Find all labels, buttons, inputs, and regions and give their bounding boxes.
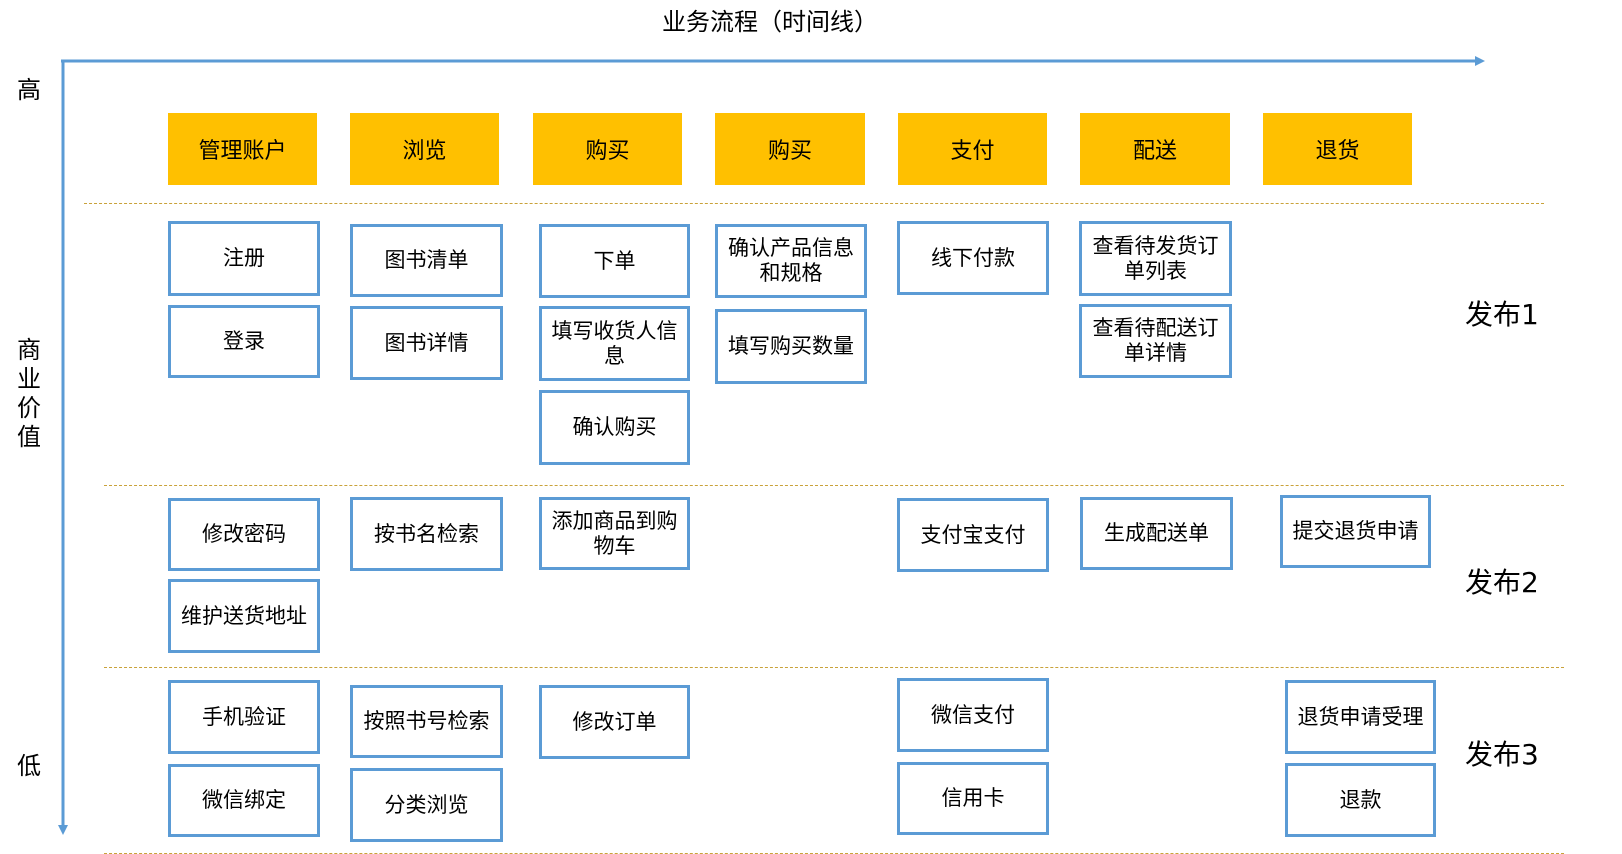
card-offline-payment: 线下付款 — [897, 221, 1049, 295]
card-confirm-purchase: 确认购买 — [539, 390, 690, 465]
separator-release-2 — [104, 667, 1564, 668]
axis-value-char: 商 — [17, 336, 41, 364]
card-view-pending-shipment: 查看待发货订单列表 — [1079, 221, 1232, 296]
card-modify-order: 修改订单 — [539, 685, 690, 759]
header-delivery: 配送 — [1080, 113, 1230, 185]
card-login: 登录 — [168, 305, 320, 378]
card-wechat-pay: 微信支付 — [897, 678, 1049, 752]
card-book-detail: 图书详情 — [350, 306, 503, 380]
axis-low-label: 低 — [17, 752, 41, 780]
diagram-title: 业务流程（时间线） — [662, 8, 878, 36]
release-2-label: 发布2 — [1465, 566, 1539, 599]
axis-value-char: 值 — [17, 423, 41, 451]
card-refund: 退款 — [1285, 763, 1436, 837]
separator-header — [84, 203, 1544, 204]
card-change-password: 修改密码 — [168, 498, 320, 571]
card-view-pending-delivery: 查看待配送订单详情 — [1079, 304, 1232, 378]
card-phone-verify: 手机验证 — [168, 680, 320, 754]
card-confirm-product-spec: 确认产品信息和规格 — [715, 224, 867, 298]
axis-value-label: 商 业 价 值 — [14, 336, 44, 452]
axis-high-label: 高 — [17, 76, 41, 104]
card-fill-quantity: 填写购买数量 — [715, 309, 867, 384]
header-purchase-2: 购买 — [715, 113, 865, 185]
card-submit-return: 提交退货申请 — [1280, 495, 1431, 568]
axis-value-char: 业 — [17, 365, 41, 393]
header-purchase: 购买 — [533, 113, 682, 185]
header-manage-account: 管理账户 — [168, 113, 317, 185]
card-register: 注册 — [168, 221, 320, 296]
card-wechat-bind: 微信绑定 — [168, 764, 320, 837]
axis-value-char: 价 — [17, 394, 41, 422]
card-place-order: 下单 — [539, 224, 690, 298]
card-alipay: 支付宝支付 — [897, 498, 1049, 572]
card-search-by-isbn: 按照书号检索 — [350, 685, 503, 758]
separator-release-1 — [104, 485, 1564, 486]
card-fill-consignee: 填写收货人信息 — [539, 306, 690, 381]
card-maintain-address: 维护送货地址 — [168, 579, 320, 653]
card-book-list: 图书清单 — [350, 224, 503, 297]
header-payment: 支付 — [898, 113, 1047, 185]
card-accept-return: 退货申请受理 — [1285, 680, 1436, 754]
card-search-by-title: 按书名检索 — [350, 497, 503, 571]
card-create-delivery-order: 生成配送单 — [1080, 497, 1233, 570]
header-return: 退货 — [1263, 113, 1412, 185]
release-1-label: 发布1 — [1465, 298, 1539, 331]
card-add-to-cart: 添加商品到购物车 — [539, 497, 690, 570]
header-browse: 浏览 — [350, 113, 499, 185]
release-3-label: 发布3 — [1465, 738, 1539, 771]
card-browse-by-category: 分类浏览 — [350, 768, 503, 842]
card-credit-card: 信用卡 — [897, 762, 1049, 835]
